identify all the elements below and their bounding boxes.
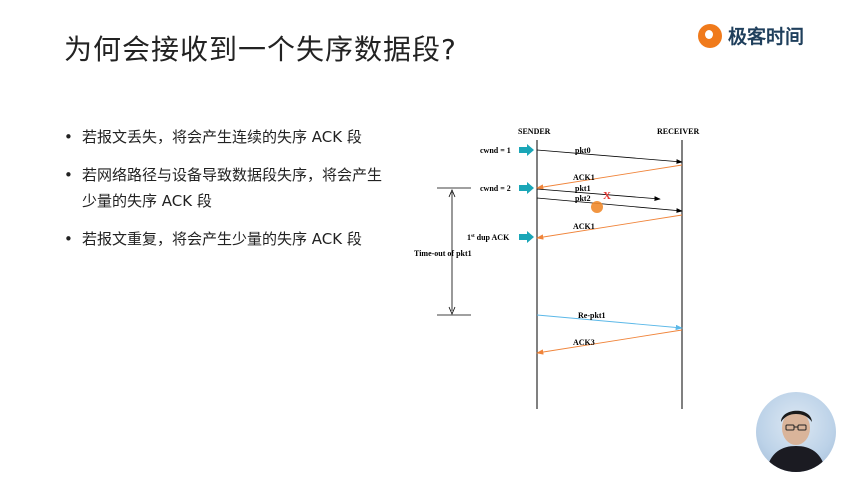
pkt2-label: pkt2	[575, 194, 591, 203]
bullet-item: 若报文丢失，将会产生连续的失序 ACK 段	[62, 124, 392, 150]
dup-ack1-arrow	[536, 214, 683, 240]
ack1-label: ACK1	[573, 173, 595, 182]
receiver-label: RECEIVER	[657, 127, 699, 136]
cwnd-1-label: cwnd = 1	[480, 146, 511, 155]
presenter-avatar	[756, 392, 836, 472]
bullet-item: 若报文重复，将会产生少量的失序 ACK 段	[62, 226, 392, 252]
loss-mark-icon: X	[603, 190, 611, 202]
pkt2-arrow	[536, 197, 683, 213]
sender-label: SENDER	[518, 127, 551, 136]
timeout-arrowhead-up	[448, 188, 456, 198]
pointer-arrow-icon	[519, 144, 534, 156]
repkt1-label: Re-pkt1	[578, 311, 606, 320]
ack1-arrow	[536, 164, 683, 190]
pkt0-arrow	[536, 149, 683, 164]
repkt1-arrow	[536, 314, 683, 331]
pkt0-label: pkt0	[575, 146, 591, 155]
timeout-arrowhead-down	[448, 306, 456, 316]
slide-title: 为何会接收到一个失序数据段?	[64, 33, 457, 66]
pkt1-arrow	[536, 188, 661, 201]
tcp-sequence-diagram: SENDER RECEIVER cwnd = 1 pkt0 ACK1 cwnd …	[414, 127, 699, 409]
pointer-arrow-icon	[519, 231, 534, 243]
timeout-label: Time-out of pkt1	[414, 249, 472, 258]
pkt1-label: pkt1	[575, 184, 591, 193]
first-dup-ack-label: 1st dup ACK	[467, 233, 510, 242]
cwnd-2-label: cwnd = 2	[480, 184, 511, 193]
laser-pointer-dot	[591, 201, 603, 213]
bullet-list: 若报文丢失，将会产生连续的失序 ACK 段 若网络路径与设备导致数据段失序，将会…	[62, 124, 392, 264]
logo-text: 极客时间	[728, 26, 805, 48]
person-icon	[766, 410, 826, 472]
ack3-label: ACK3	[573, 338, 595, 347]
bullet-item: 若网络路径与设备导致数据段失序，将会产生少量的失序 ACK 段	[62, 162, 392, 214]
dup-ack1-label: ACK1	[573, 222, 595, 231]
logo-icon	[698, 23, 722, 48]
ack3-arrow	[536, 329, 683, 355]
brand-logo: 极客时间	[698, 22, 804, 49]
pointer-arrow-icon	[519, 182, 534, 194]
